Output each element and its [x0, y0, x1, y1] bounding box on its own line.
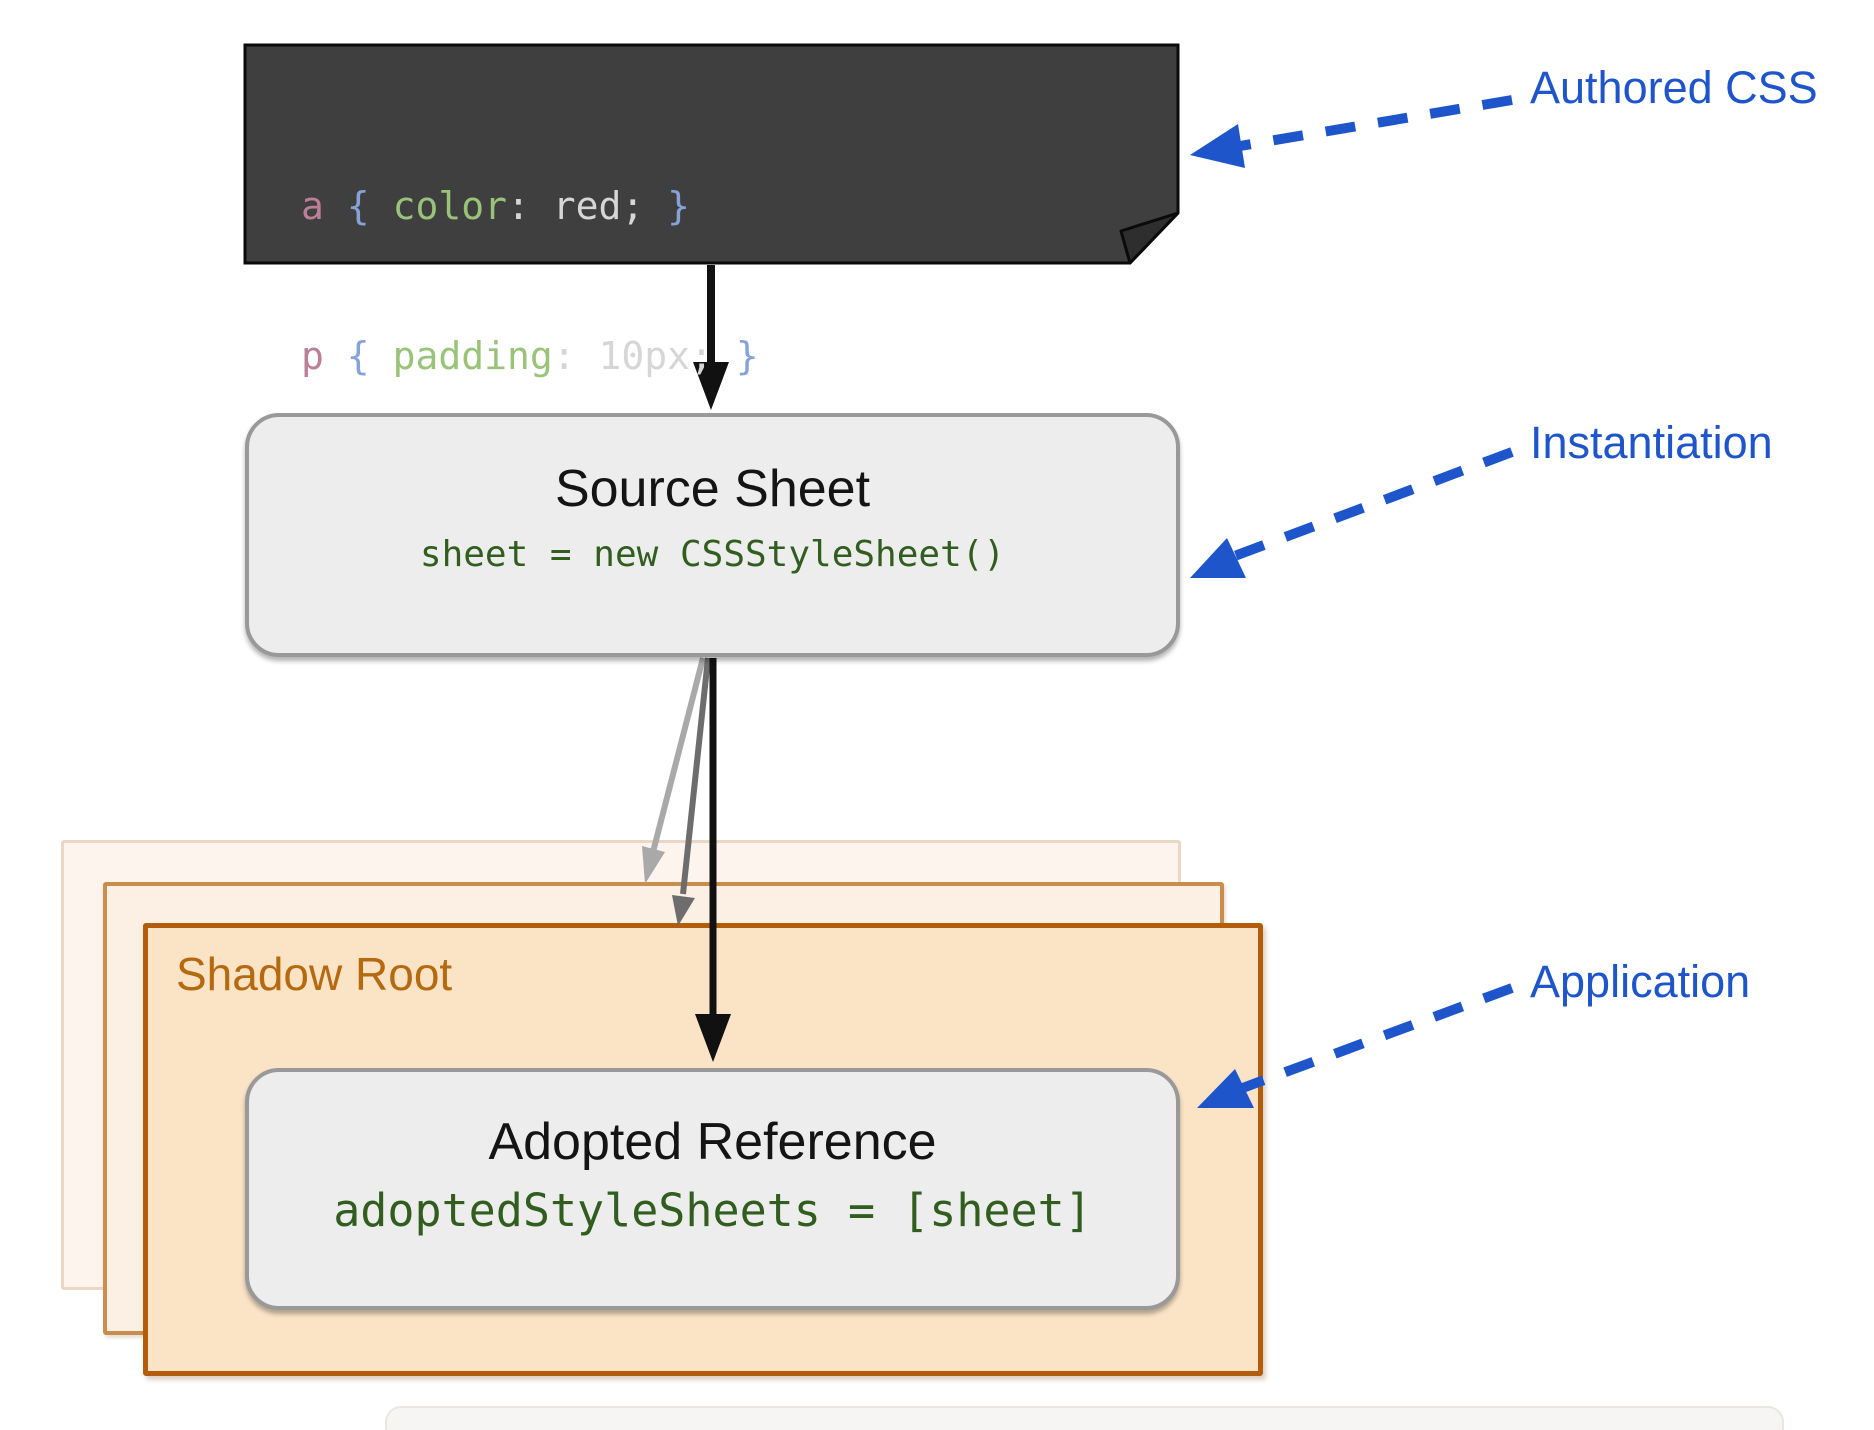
adopted-reference-code: adoptedStyleSheets = [sheet] [333, 1184, 1092, 1237]
arrow-source-to-back-root [642, 657, 706, 884]
callout-label-authored-css: Authored CSS [1530, 62, 1818, 113]
source-sheet-code: sheet = new CSSStyleSheet() [419, 534, 1006, 575]
authored-css-sheet-shape [243, 43, 1180, 265]
callout-arrow-instantiation [1190, 447, 1514, 578]
callout-label-instantiation: Instantiation [1530, 417, 1773, 468]
adopted-reference-title: Adopted Reference [488, 1113, 937, 1171]
arrow-authored-to-source [693, 265, 729, 410]
arrow-source-to-adopted [695, 658, 731, 1062]
folded-corner-icon [1119, 211, 1180, 265]
bottom-peek-panel [385, 1406, 1784, 1430]
authored-css-code: a { color: red; } p { padding: 10px; } [245, 45, 1178, 378]
adopted-reference-box: Adopted Reference adoptedStyleSheets = [… [245, 1068, 1180, 1310]
css-rule-line: p { padding: 10px; } [301, 334, 759, 378]
arrow-source-to-middle-root [672, 657, 711, 926]
shadow-root-label: Shadow Root [176, 948, 453, 1000]
callout-arrow-authored [1190, 95, 1513, 168]
source-sheet-title: Source Sheet [554, 460, 871, 518]
callout-label-application: Application [1530, 956, 1751, 1007]
css-rule-line: a { color: red; } [301, 184, 690, 228]
callout-arrow-application [1197, 983, 1514, 1108]
source-sheet-box: Source Sheet sheet = new CSSStyleSheet() [245, 413, 1180, 657]
